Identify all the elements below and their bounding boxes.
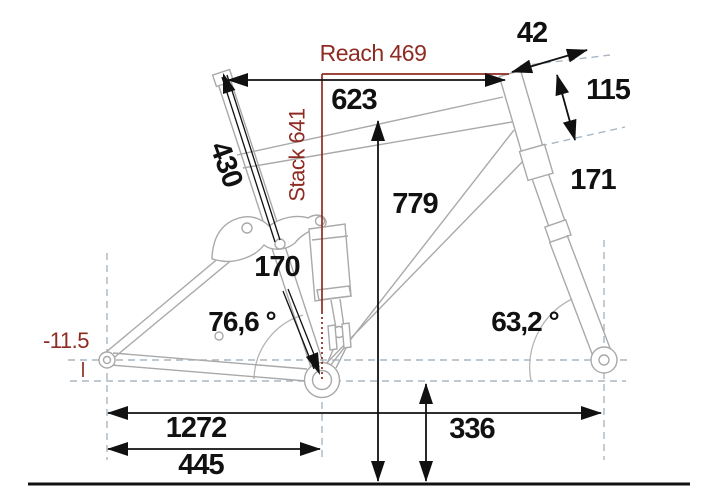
- link-170-arrowhead: [305, 352, 320, 375]
- rear-dropout: [98, 351, 116, 369]
- head-top-42-label: 42: [517, 17, 547, 49]
- stay-pivot: [214, 331, 224, 341]
- front-dropout: [590, 346, 618, 374]
- fork-stanchion-right-line: [547, 173, 566, 222]
- rear-axle: [102, 355, 112, 365]
- fork-lower-collar: [544, 218, 572, 244]
- fork-leg-left-line: [548, 241, 594, 356]
- head-top-42-dimension-line: [511, 48, 588, 74]
- toptube-623-label: 623: [331, 84, 377, 116]
- down-tube-upper-line: [329, 129, 515, 367]
- shock-clevis-right: [341, 322, 352, 349]
- stack-label: Stack 641: [285, 108, 310, 202]
- bb-drop-label: -11.5: [43, 328, 89, 353]
- head-tube-115-dimension-line: [555, 74, 577, 141]
- chainstay-445-label: 445: [178, 449, 224, 481]
- link-strut-right-line: [335, 347, 347, 369]
- head-angle-label: 63,2 °: [491, 306, 558, 337]
- fork-171-label: 171: [570, 164, 616, 196]
- fork-leg-right-line: [566, 234, 613, 353]
- rocker-pivot-front: [241, 222, 253, 234]
- fork-stanchion-left-line: [531, 179, 550, 228]
- bb-height-336-label: 336: [449, 413, 495, 445]
- wheelbase-1272-label: 1272: [166, 412, 227, 444]
- shock-seal-band: [316, 285, 352, 301]
- reach-label: Reach 469: [320, 40, 427, 66]
- top-tube-upper-line: [236, 96, 504, 156]
- seattube-430-shaft-a: [221, 76, 276, 243]
- head-angle-arc: [529, 298, 573, 382]
- seattube-430-label: 430: [203, 138, 249, 192]
- bottom-bracket-bore: [311, 369, 333, 391]
- seattube-430-arrowhead: [223, 73, 236, 94]
- fork-crown-dashed: [539, 126, 626, 147]
- seattube-430-shaft-b: [226, 74, 281, 241]
- shock-clevis-left: [327, 324, 338, 351]
- seat-angle-label: 76,6 °: [208, 306, 275, 337]
- shock-shaft-left-line: [330, 299, 337, 329]
- standover-779-label: 779: [392, 188, 438, 220]
- shock-shaft-right-line: [339, 298, 345, 328]
- chain-stay-lower-line: [110, 364, 307, 382]
- rocker-link: [211, 214, 327, 263]
- fork-crown: [518, 143, 554, 182]
- shock-top-eyelet: [314, 215, 326, 227]
- shock-body-detail-line: [311, 235, 349, 241]
- link-170-label: 170: [254, 251, 299, 283]
- front-axle: [598, 354, 610, 366]
- down-tube-lower-line: [315, 157, 527, 375]
- dimension-lines: [107, 48, 602, 482]
- frame-drawing: [98, 68, 618, 399]
- labels: Reach 469 Stack 641 -11.5 623 430 779 17…: [43, 17, 632, 481]
- head-tube-115-label: 115: [586, 74, 631, 106]
- chain-stay-upper-line: [112, 352, 308, 370]
